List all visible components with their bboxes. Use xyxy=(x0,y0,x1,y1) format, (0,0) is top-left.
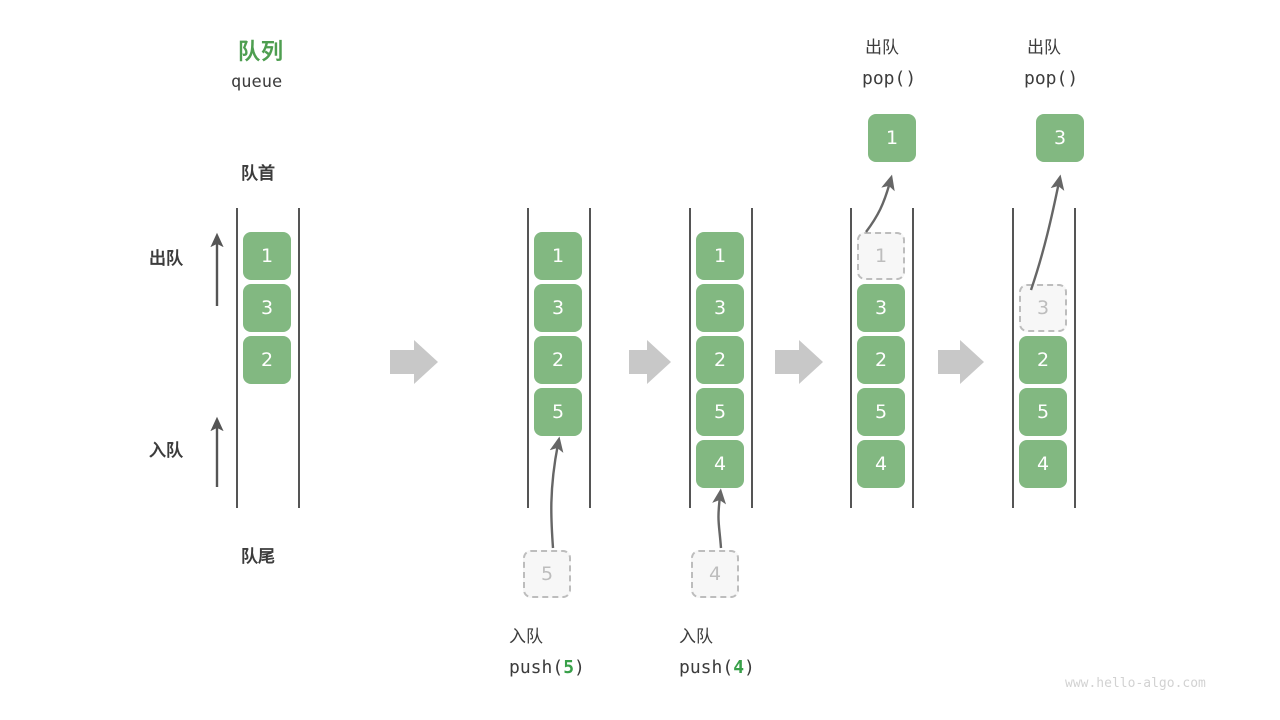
enqueue-label: 入队 xyxy=(149,441,183,461)
push5-code-num: 5 xyxy=(563,657,575,678)
popped-cell-stage5: 3 xyxy=(1036,114,1084,162)
cell-stage5-2: 2 xyxy=(1019,336,1067,384)
rail-right-stage1 xyxy=(298,208,300,508)
cell-stage4-1: 3 xyxy=(857,284,905,332)
cell-stage2-1: 3 xyxy=(534,284,582,332)
incoming-cell-stage3: 4 xyxy=(691,550,739,598)
dequeue-label: 出队 xyxy=(149,249,183,269)
cell-stage3-0: 1 xyxy=(696,232,744,280)
cell-stage5-4: 4 xyxy=(1019,440,1067,488)
cell-stage3-3: 5 xyxy=(696,388,744,436)
cell-stage5-3: 5 xyxy=(1019,388,1067,436)
flow-arrow-2-3 xyxy=(629,340,671,384)
cell-stage3-1: 3 xyxy=(696,284,744,332)
stage-push4-caption-code: push(4) xyxy=(679,657,755,678)
pop1-motion-arrow xyxy=(865,174,895,233)
rail-right-stage3 xyxy=(751,208,753,508)
rail-left-stage3 xyxy=(689,208,691,508)
flow-arrow-3-4 xyxy=(775,340,823,384)
stage-pop2-header-cn: 出队 xyxy=(1027,38,1061,58)
stage-push4-caption-cn: 入队 xyxy=(679,627,713,647)
cell-stage4-2: 2 xyxy=(857,336,905,384)
rail-left-stage2 xyxy=(527,208,529,508)
cell-stage1-0: 1 xyxy=(243,232,291,280)
cell-stage3-2: 2 xyxy=(696,336,744,384)
stage-pop1-header-cn: 出队 xyxy=(865,38,899,58)
cell-stage4-3: 5 xyxy=(857,388,905,436)
cell-stage4-4: 4 xyxy=(857,440,905,488)
push5-code-suffix: ) xyxy=(574,657,585,678)
push5-code-prefix: push( xyxy=(509,657,564,678)
stage-pop1-header-code: pop() xyxy=(862,68,917,89)
rail-right-stage4 xyxy=(912,208,914,508)
cell-stage1-1: 3 xyxy=(243,284,291,332)
push4-code-num: 4 xyxy=(733,657,745,678)
cell-stage1-2: 2 xyxy=(243,336,291,384)
popped-cell-stage4: 1 xyxy=(868,114,916,162)
pop3-motion-arrow xyxy=(1029,174,1065,291)
incoming-cell-stage2: 5 xyxy=(523,550,571,598)
flow-arrow-1-2 xyxy=(390,340,438,384)
rail-right-stage5 xyxy=(1074,208,1076,508)
cell-stage2-3: 5 xyxy=(534,388,582,436)
push4-motion-arrow xyxy=(712,488,727,549)
cell-stage5-1-ghost: 3 xyxy=(1019,284,1067,332)
cell-stage3-4: 4 xyxy=(696,440,744,488)
push4-code-suffix: ) xyxy=(744,657,755,678)
cell-stage4-0-ghost: 1 xyxy=(857,232,905,280)
flow-arrow-4-5 xyxy=(938,340,984,384)
queue-title-cn: 队列 xyxy=(238,40,285,65)
push4-code-prefix: push( xyxy=(679,657,734,678)
cell-stage2-2: 2 xyxy=(534,336,582,384)
rail-left-stage1 xyxy=(236,208,238,508)
stage-push5-caption-code: push(5) xyxy=(509,657,585,678)
cell-stage2-0: 1 xyxy=(534,232,582,280)
queue-title-en: queue xyxy=(231,72,283,92)
rail-left-stage5 xyxy=(1012,208,1014,508)
front-label: 队首 xyxy=(241,164,275,184)
rear-label: 队尾 xyxy=(241,547,275,567)
rail-left-stage4 xyxy=(850,208,852,508)
rail-right-stage2 xyxy=(589,208,591,508)
stage-push5-caption-cn: 入队 xyxy=(509,627,543,647)
push5-motion-arrow xyxy=(549,436,564,549)
stage-pop2-header-code: pop() xyxy=(1024,68,1079,89)
watermark: www.hello-algo.com xyxy=(1065,676,1206,691)
